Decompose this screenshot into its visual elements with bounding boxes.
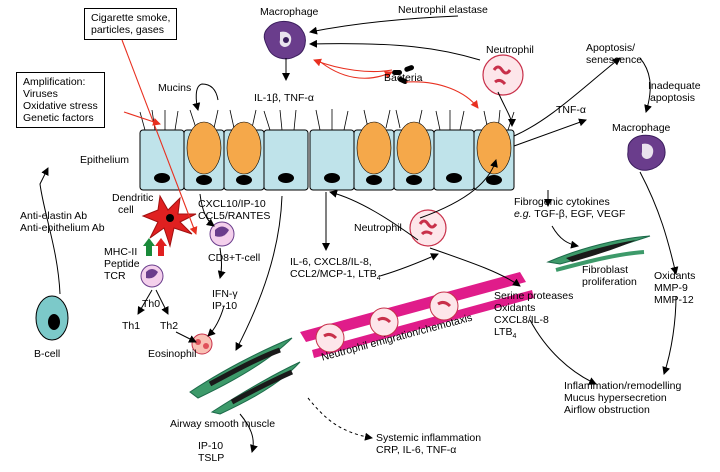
label-fibroblast1: Fibroblast <box>582 264 629 276</box>
label-ip10: IP-10 <box>212 300 238 312</box>
label-il6-line2-text: CCL2/MCP-1, LTB <box>290 268 377 280</box>
label-antiepithelium: Anti-epithelium Ab <box>20 222 105 234</box>
amplification-line4: Genetic factors <box>23 112 94 124</box>
label-inflammation2: Mucus hypersecretion <box>564 392 667 404</box>
label-neutrophil-top: Neutrophil <box>486 44 534 56</box>
macrophage-cell-right <box>627 134 666 171</box>
label-fibrogenic1: Fibrogenic cytokines <box>514 196 610 208</box>
cigarette-line1: Cigarette smoke, <box>91 12 171 24</box>
label-fibrogenic2: e.g. TGF-β, EGF, VEGF <box>514 208 625 220</box>
neutrophil-cell-mid <box>409 209 447 247</box>
label-tslp: TSLP <box>198 452 225 464</box>
label-macrophage-top: Macrophage <box>260 6 319 18</box>
amplification-box: Amplification: Viruses Oxidative stress … <box>16 72 105 128</box>
label-serine4-text: LTB <box>494 326 513 338</box>
amplification-line1: Amplification: <box>23 76 86 88</box>
label-il6-sub: 4 <box>376 275 381 283</box>
label-fibrogenic2-text: TGF-β, EGF, VEGF <box>531 208 626 220</box>
fibroblast-cells <box>546 235 651 272</box>
label-fibrogenic2-eg: e.g. <box>514 208 532 220</box>
label-mucins: Mucins <box>158 82 192 94</box>
label-epithelium: Epithelium <box>80 154 130 166</box>
label-oxidants1: Oxidants <box>654 270 696 282</box>
cigarette-smoke-box: Cigarette smoke, particles, gases <box>84 8 178 40</box>
label-dendritic1: Dendritic <box>112 192 154 204</box>
label-neutrophil-mid: Neutrophil <box>354 222 402 234</box>
label-apoptosis2: senescence <box>586 54 643 66</box>
epithelium-layer <box>139 109 515 191</box>
label-tnf-right: TNF-α <box>556 104 586 116</box>
cigarette-line2: particles, gases <box>91 24 164 36</box>
label-ccl5: CCL5/RANTES <box>198 210 271 222</box>
label-il1-tnf: IL-1β, TNF-α <box>254 92 314 104</box>
red-arrows <box>121 39 479 235</box>
label-bcell: B-cell <box>34 348 61 360</box>
label-il6-line1: IL-6, CXCL8/IL-8, <box>290 256 372 268</box>
nuclei <box>154 173 502 185</box>
goblet-cells <box>186 121 512 175</box>
label-systemic2: CRP, IL-6, TNF-α <box>376 444 457 456</box>
label-inadequate2: apoptosis <box>650 92 695 104</box>
label-serine4: LTB4 <box>494 326 516 343</box>
label-ip10-b: IP-10 <box>198 440 224 452</box>
label-peptide: Peptide <box>104 258 140 270</box>
amplification-line2: Viruses <box>23 88 58 100</box>
th0-cell <box>140 264 164 288</box>
label-il6-line2: CCL2/MCP-1, LTB4 <box>290 268 381 285</box>
label-mhc: MHC-II <box>104 246 138 258</box>
label-oxidants2: MMP-9 <box>654 282 688 294</box>
label-inadequate1: Inadequate <box>648 80 701 92</box>
label-neutrophil-elastase: Neutrophil elastase <box>398 4 488 16</box>
label-th0: Th0 <box>142 298 161 310</box>
label-eosinophil: Eosinophil <box>148 348 197 360</box>
label-cxcl10: CXCL10/IP-10 <box>198 198 266 210</box>
label-macrophage-right: Macrophage <box>612 122 671 134</box>
label-serine4-sub: 4 <box>512 333 517 341</box>
label-systemic1: Systemic inflammation <box>376 432 482 444</box>
flow-arrows <box>39 15 679 453</box>
label-th2: Th2 <box>160 320 179 332</box>
label-apoptosis1: Apoptosis/ <box>586 42 636 54</box>
label-dendritic2: cell <box>118 204 134 216</box>
label-antielastin: Anti-elastin Ab <box>20 210 88 222</box>
label-airway: Airway smooth muscle <box>170 418 276 430</box>
label-cd8: CD8+T-cell <box>208 252 261 264</box>
cd8-t-cell <box>209 221 235 247</box>
label-serine3: CXCL8/IL-8 <box>494 314 549 326</box>
label-tcr: TCR <box>104 270 126 282</box>
b-cell <box>35 295 69 341</box>
amplification-line3: Oxidative stress <box>23 100 98 112</box>
neutrophil-cell-top <box>482 54 524 96</box>
label-ifn: IFN-γ <box>212 288 238 300</box>
label-serine1: Serine proteases <box>494 290 574 302</box>
blood-vessel <box>300 272 534 358</box>
cilia <box>139 109 515 131</box>
label-fibroblast2: proliferation <box>582 276 637 288</box>
label-bacteria: Bacteria <box>384 72 423 84</box>
label-inflammation3: Airflow obstruction <box>564 404 650 416</box>
bacteria-cells <box>392 65 415 85</box>
label-oxidants3: MMP-12 <box>654 294 694 306</box>
mhc-receptor-arrows <box>143 238 167 256</box>
label-th1: Th1 <box>122 320 141 332</box>
label-inflammation1: Inflammation/remodelling <box>564 380 682 392</box>
airway-smooth-muscle <box>189 337 301 415</box>
macrophage-cell-top <box>263 21 306 60</box>
label-serine2: Oxidants <box>494 302 536 314</box>
